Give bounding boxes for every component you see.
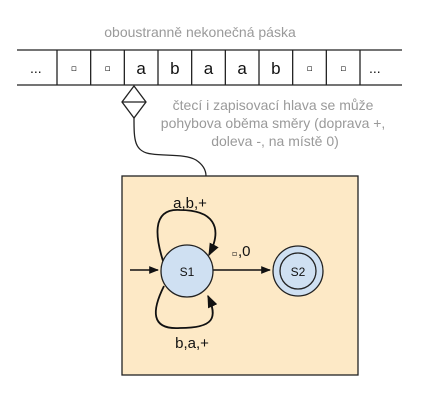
tape-left-ellipsis: ...	[30, 60, 42, 76]
tape: ... ... ▫ ▫ a b a a b ▫ ▫	[17, 49, 402, 86]
read-write-head	[121, 84, 207, 177]
head-description-line-3: doleva -, na místě 0)	[211, 133, 339, 149]
s1-to-s2-label: ▫ ,0	[232, 243, 251, 260]
tape-cells: ▫ ▫ a b a a b ▫ ▫	[71, 50, 346, 85]
state-s1	[160, 244, 214, 298]
tape-cell: a	[237, 59, 247, 78]
tape-cell: b	[170, 59, 179, 78]
tape-right-ellipsis: ...	[369, 60, 381, 76]
head-description-line-1: čtecí i zapisovací hlava se může	[173, 97, 374, 113]
tape-cell: a	[136, 59, 146, 78]
tape-cell: ▫	[71, 64, 77, 74]
tape-cell: b	[271, 59, 280, 78]
tape-caption: oboustranně nekonečná páska	[104, 24, 296, 40]
bottom-loop-arrow	[154, 285, 218, 329]
tape-cell: a	[204, 59, 214, 78]
tape-cell: ▫	[340, 64, 346, 74]
state-s1-label: S1	[180, 265, 195, 279]
bottom-loop-label: b,a,+	[175, 335, 209, 352]
top-loop-label: a,b,+	[173, 195, 207, 212]
s1-to-s2-rest: ,0	[238, 243, 251, 260]
tape-cell: ▫	[104, 64, 110, 74]
tape-cell: ▫	[306, 64, 312, 74]
head-description-line-2: pohybova oběma směry (doprava +,	[161, 115, 386, 131]
head-description: čtecí i zapisovací hlava se může pohybov…	[161, 97, 389, 149]
state-s2-inner	[279, 252, 317, 290]
top-loop-arrow	[156, 209, 219, 265]
state-s2-label: S2	[291, 265, 306, 279]
s1-to-s2-blank-symbol: ▫	[232, 249, 237, 258]
